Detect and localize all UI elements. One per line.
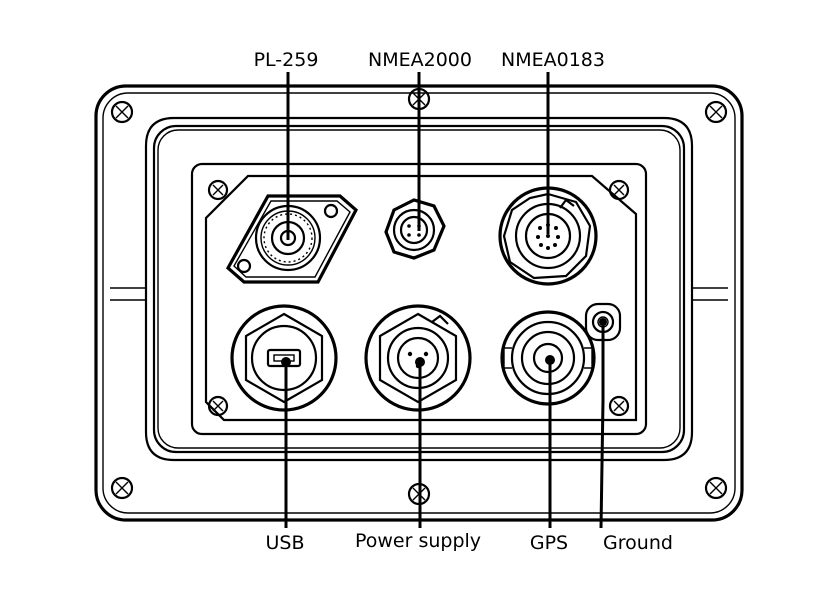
screw-icon (608, 395, 630, 417)
pl259-connector (225, 194, 359, 284)
label-gps: GPS (530, 532, 568, 554)
screw-icon (704, 100, 728, 124)
label-ground: Ground (603, 532, 673, 554)
label-pl259: PL-259 (254, 49, 319, 71)
leader-dot-gps (545, 355, 555, 365)
label-usb: USB (265, 532, 304, 554)
leader-dot-power-supply (415, 357, 425, 367)
leader-dot-usb (281, 357, 291, 367)
nmea2000-connector (384, 198, 446, 260)
label-nmea2000: NMEA2000 (368, 49, 472, 71)
leader-dot-ground (599, 318, 607, 326)
screw-icon (207, 179, 229, 201)
leader-dots (281, 318, 607, 367)
screw-icon (207, 395, 229, 417)
screw-icon (608, 179, 630, 201)
screw-icon (704, 476, 728, 500)
power-supply-connector (364, 304, 472, 412)
leader-line-ground (599, 322, 605, 529)
gps-connector (500, 310, 596, 406)
connector-plate (204, 174, 638, 422)
screw-icon (110, 476, 134, 500)
label-nmea0183: NMEA0183 (501, 49, 605, 71)
label-power-supply: Power supply (355, 530, 481, 552)
usb-connector (230, 304, 338, 412)
screw-icon (110, 100, 134, 124)
leader-lines (284, 72, 605, 529)
